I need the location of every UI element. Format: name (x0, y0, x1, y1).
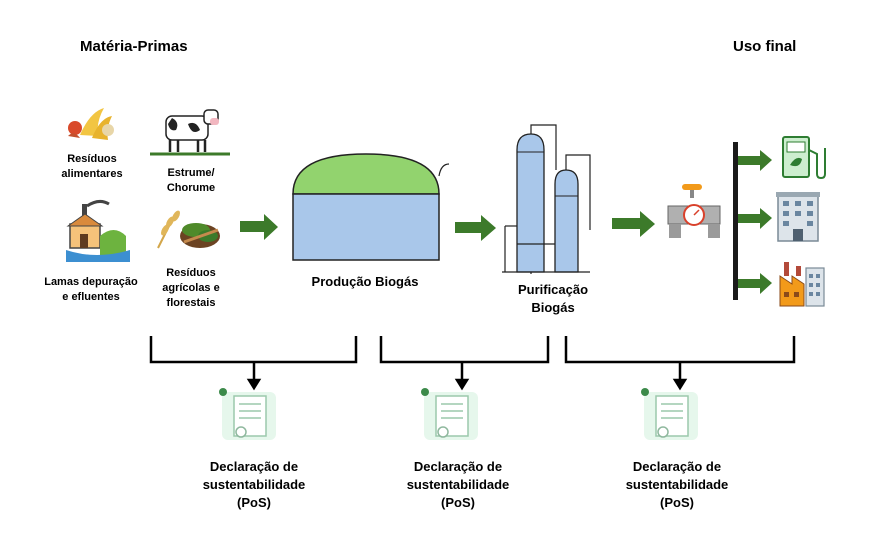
wastewater-plant-icon (66, 199, 130, 262)
label-manure: Estrume/Chorume (166, 167, 216, 194)
fuel-pump-icon (782, 136, 826, 180)
bracket-feedstock (149, 336, 358, 391)
flow-arrow-2 (455, 215, 496, 241)
certificate-document-icon (219, 388, 276, 440)
distribution-bar (733, 142, 772, 300)
wheat-wood-icon (157, 210, 220, 249)
cow-icon (150, 109, 230, 156)
label-production: Produção Biogás (311, 274, 419, 289)
digester-tank-icon (292, 153, 450, 261)
purification-columns-icon (502, 124, 591, 274)
flow-arrow-1 (240, 214, 278, 240)
bracket-production (379, 336, 550, 391)
fruit-waste-icon (68, 108, 114, 140)
certificate-document-icon (641, 388, 698, 440)
building-icon (776, 192, 820, 242)
end-use-header: Uso final (733, 38, 797, 55)
gas-valve-icon (667, 184, 721, 238)
bracket-end-use (564, 336, 796, 391)
certificate-document-icon (421, 388, 478, 440)
feedstock-header: Matéria-Primas (80, 38, 188, 55)
flow-arrow-3 (612, 211, 655, 237)
factory-icon (779, 262, 825, 307)
